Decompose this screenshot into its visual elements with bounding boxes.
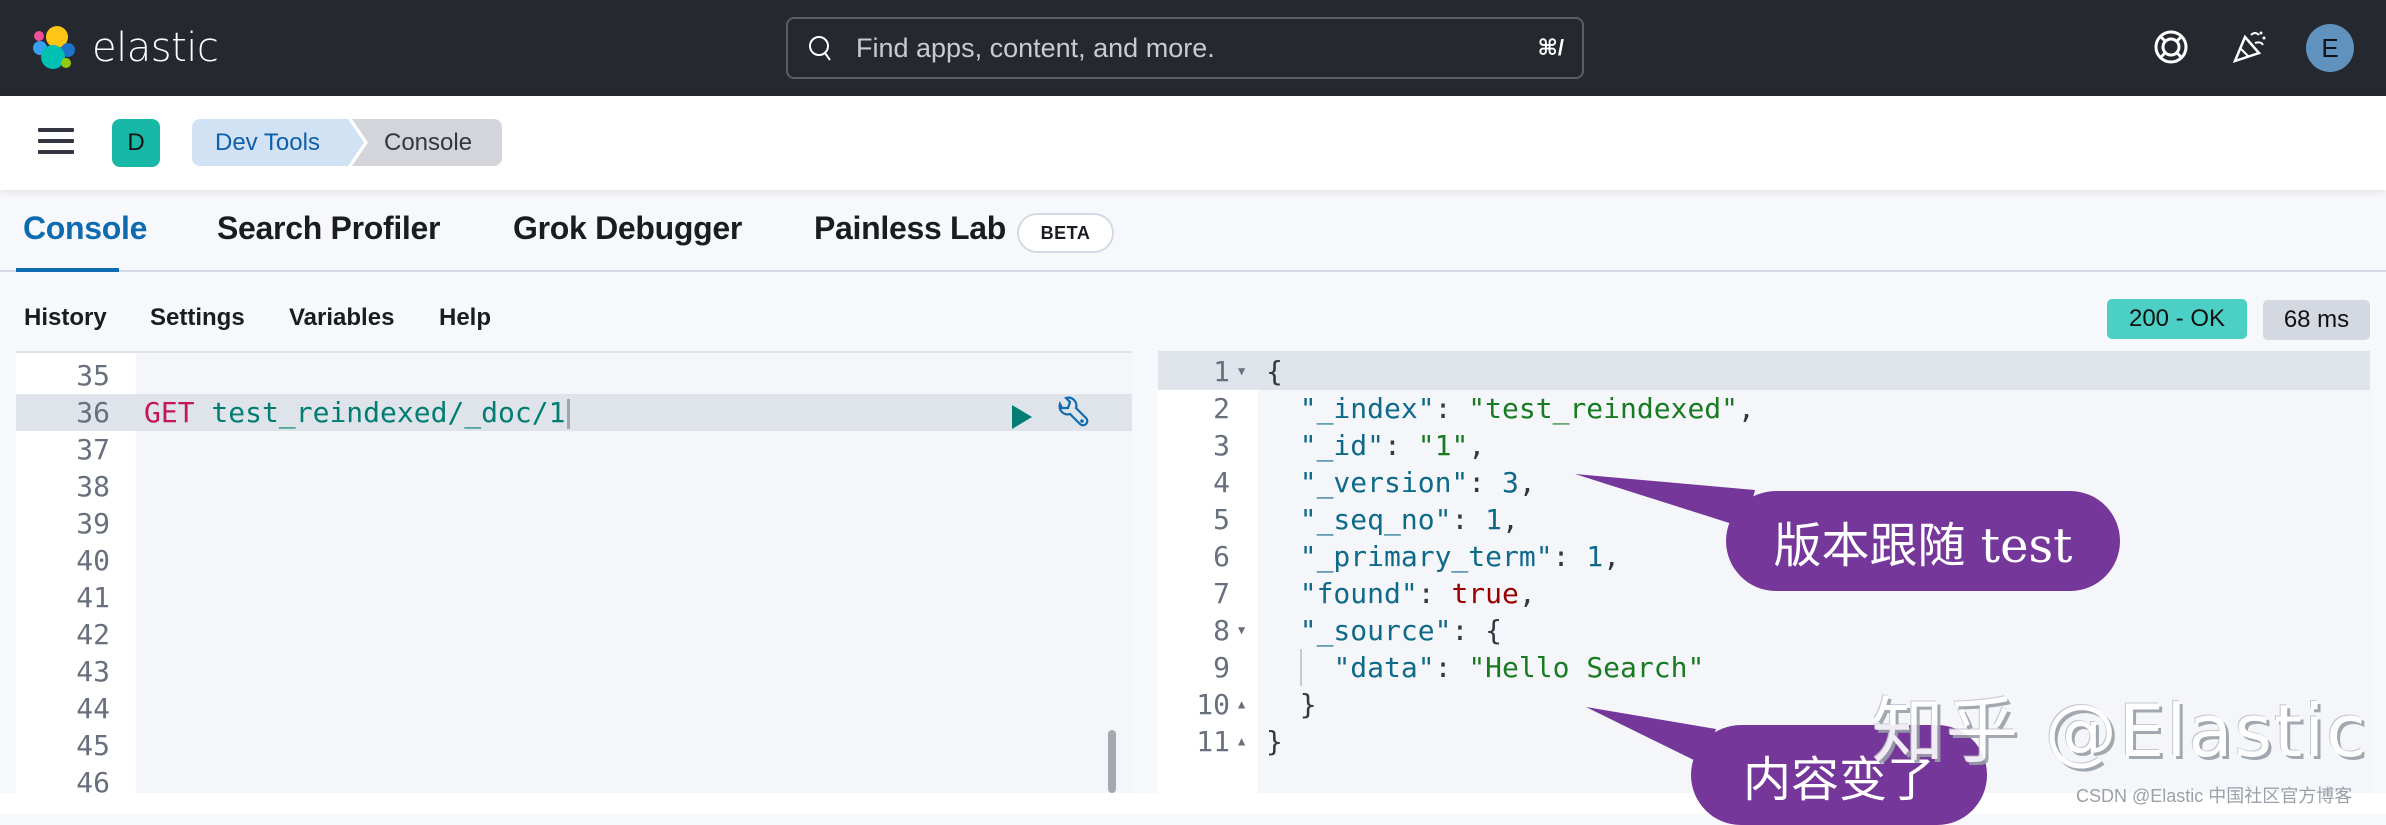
devtools-tabs: Console Search Profiler Grok Debugger Pa… (0, 190, 2386, 272)
callout-version: 版本跟随 test (1726, 491, 2120, 591)
callout-tail (1586, 707, 1716, 765)
elastic-logo-icon (33, 26, 75, 69)
tab-console[interactable]: Console (23, 210, 148, 246)
editor-line: 37 (76, 433, 110, 466)
space-avatar[interactable]: D (112, 119, 160, 167)
help-button[interactable]: Help (439, 304, 492, 331)
search-shortcut: ⌘/ (1537, 35, 1564, 60)
logo-text: elastic (92, 25, 219, 71)
history-button[interactable]: History (24, 304, 107, 331)
status-badge: 200 - OK (2107, 299, 2247, 339)
editor-line: 46 (76, 766, 110, 793)
fold-up-icon[interactable]: ▲ (1238, 697, 1246, 711)
response-line: 7 "found": true, (1213, 577, 1536, 610)
editor-line: 45 (76, 729, 110, 762)
http-method: GET (144, 396, 195, 429)
response-line: 10 ▲ } (1196, 688, 1317, 721)
response-gutter (1158, 353, 1258, 793)
search-placeholder: Find apps, content, and more. (856, 32, 1215, 63)
request-time-badge: 68 ms (2263, 300, 2370, 340)
top-header: elastic Find apps, content, and more. ⌘/ (0, 0, 2386, 96)
editor-line: 41 (76, 581, 110, 614)
global-search-input[interactable]: Find apps, content, and more. ⌘/ (786, 17, 1584, 79)
settings-button[interactable]: Settings (150, 304, 245, 331)
editor-line-active[interactable]: 36 GET test_reindexed/_doc/1 (16, 394, 1132, 431)
help-icon (2154, 30, 2188, 64)
response-line: 11 ▲ } (1196, 725, 1283, 758)
help-menu-button[interactable] (2150, 26, 2192, 68)
editor-line: 43 (76, 655, 110, 688)
breadcrumb-dev-tools[interactable]: Dev Tools (192, 119, 364, 166)
response-line: 4 "_version": 3, (1213, 466, 1536, 499)
user-avatar[interactable]: E (2306, 24, 2354, 72)
editor-line: 40 (76, 544, 110, 577)
variables-button[interactable]: Variables (289, 304, 395, 331)
editor-line: 44 (76, 692, 110, 725)
newsfeed-button[interactable] (2228, 26, 2270, 68)
editor-line: 38 (76, 470, 110, 503)
breadcrumb-console: Console (352, 119, 502, 166)
response-line: 9 "data": "Hello Search" (1213, 651, 1705, 684)
response-line: 6 "_primary_term": 1, (1213, 540, 1621, 573)
wrench-icon[interactable] (1054, 396, 1090, 432)
callout-tail (1575, 474, 1755, 528)
hamburger-icon-bar (38, 139, 74, 143)
tab-grok-debugger[interactable]: Grok Debugger (513, 210, 743, 246)
request-editor[interactable]: 35 36 GET test_reindexed/_doc/1 37 38 39… (16, 351, 1132, 793)
response-line: 1 ▼ { (1158, 353, 2370, 390)
search-icon (809, 36, 831, 61)
response-line: 5 "_seq_no": 1, (1213, 503, 1519, 536)
response-line: 2 "_index": "test_reindexed", (1213, 392, 1755, 425)
editor-line: 39 (76, 507, 110, 540)
run-request-icon[interactable] (1006, 402, 1036, 432)
newsfeed-icon (2232, 31, 2266, 64)
editor-line: 35 (76, 359, 110, 392)
response-line: 8 ▼ "_source": { (1213, 614, 1503, 647)
response-line: 3 "_id": "1", (1213, 429, 1486, 462)
page-bottom (0, 793, 2386, 814)
indent-guide (1300, 649, 1302, 686)
text-cursor (567, 399, 571, 429)
menu-toggle-button[interactable] (38, 128, 74, 156)
hamburger-icon-bar (38, 128, 74, 132)
tab-search-profiler[interactable]: Search Profiler (217, 210, 441, 246)
csdn-watermark: CSDN @Elastic 中国社区官方博客 (2076, 786, 2353, 806)
fold-down-icon[interactable]: ▼ (1238, 623, 1246, 637)
active-tab-indicator (16, 268, 119, 272)
beta-badge: BETA (1017, 213, 1114, 253)
tab-painless-lab[interactable]: Painless Lab (814, 210, 1007, 246)
elastic-logo[interactable]: elastic (30, 22, 219, 74)
watermark: 知乎 @Elastic (1872, 689, 2368, 773)
editor-line: 42 (76, 618, 110, 651)
request-url: test_reindexed/_doc/1 (194, 396, 566, 429)
fold-down-icon[interactable]: ▼ (1238, 364, 1246, 378)
pane-resizer[interactable] (1140, 351, 1158, 793)
fold-up-icon[interactable]: ▲ (1238, 734, 1246, 748)
request-editor-scrollbar[interactable] (1108, 730, 1116, 793)
callout-content: 内容变了 (1691, 725, 1987, 825)
hamburger-icon-bar (38, 150, 74, 154)
